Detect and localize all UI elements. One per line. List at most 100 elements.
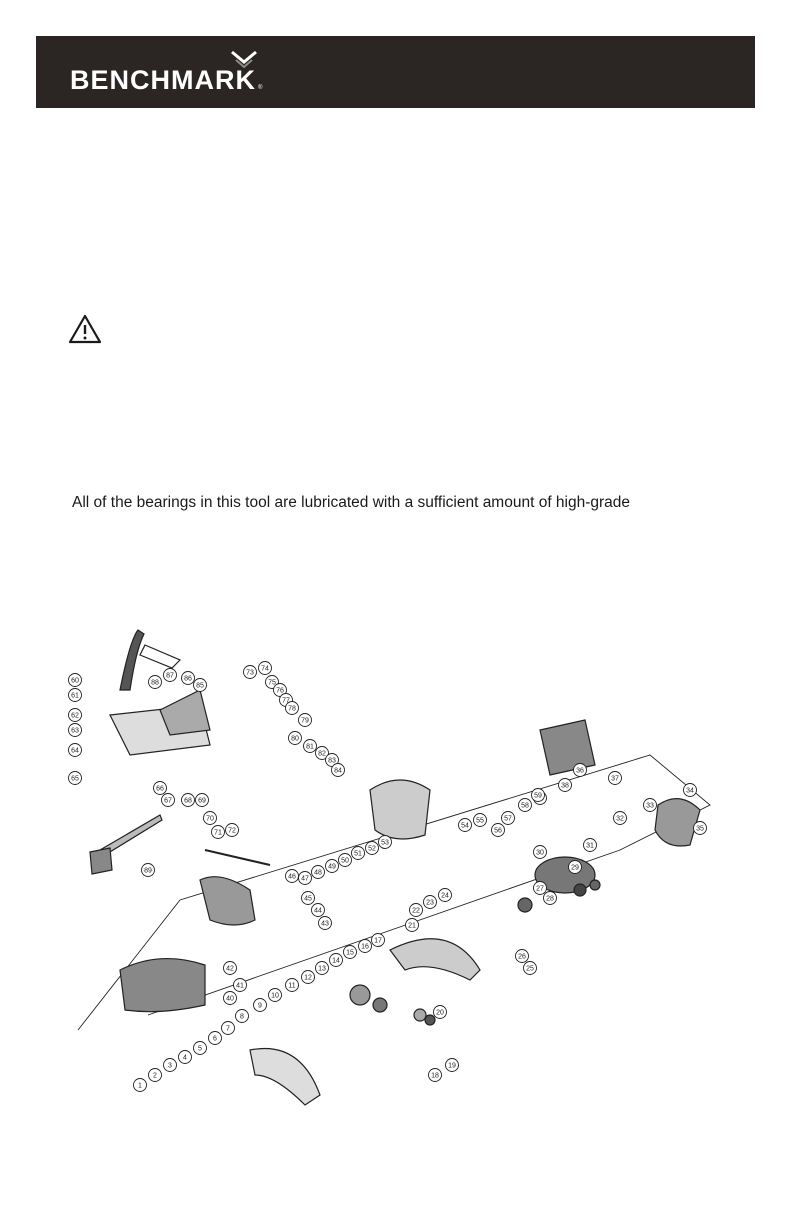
part-number-label: 36 bbox=[576, 768, 584, 775]
part-number-label: 40 bbox=[226, 996, 234, 1003]
part-number-label: 44 bbox=[314, 908, 322, 915]
part-number-label: 88 bbox=[151, 680, 159, 687]
part-number-label: 57 bbox=[504, 816, 512, 823]
part-number-label: 58 bbox=[521, 803, 529, 810]
part-number-label: 69 bbox=[198, 798, 206, 805]
part-callout-circle bbox=[329, 953, 343, 967]
part-callout-circle bbox=[233, 978, 247, 992]
part-number-label: 83 bbox=[328, 758, 336, 765]
part-callout-circle bbox=[558, 778, 572, 792]
part-number-label: 89 bbox=[144, 868, 152, 875]
part-number-label: 14 bbox=[332, 958, 340, 965]
part-callout-circle bbox=[285, 701, 299, 715]
part-callout-circle bbox=[163, 668, 177, 682]
part-callout-circle bbox=[223, 991, 237, 1005]
part-number-label: 30 bbox=[536, 850, 544, 857]
part-callout-circle bbox=[365, 841, 379, 855]
part-number-label: 15 bbox=[346, 950, 354, 957]
part-callout-circle bbox=[298, 713, 312, 727]
part-callout-circle bbox=[473, 813, 487, 827]
part-number-label: 86 bbox=[184, 676, 192, 683]
part-number-label: 23 bbox=[426, 900, 434, 907]
part-callout-circle bbox=[303, 739, 317, 753]
part-callout-circle bbox=[203, 811, 217, 825]
part-callout-circle bbox=[518, 798, 532, 812]
part-number-label: 26 bbox=[518, 954, 526, 961]
part-callout-circle bbox=[208, 1031, 222, 1045]
part-number-label: 2 bbox=[153, 1073, 157, 1080]
part-number-label: 18 bbox=[431, 1073, 439, 1080]
part-number-label: 63 bbox=[71, 728, 79, 735]
part-callout-circle bbox=[573, 763, 587, 777]
part-callout-circle bbox=[533, 881, 547, 895]
part-callout-circle bbox=[161, 793, 175, 807]
part-callout-circle bbox=[68, 673, 82, 687]
part-callout-circle bbox=[378, 835, 392, 849]
part-callout-circle bbox=[318, 916, 332, 930]
part-number-label: 47 bbox=[301, 876, 309, 883]
part-callout-circle bbox=[221, 1021, 235, 1035]
part-callout-circle bbox=[438, 888, 452, 902]
part-number-label: 3 bbox=[168, 1063, 172, 1070]
part-number-label: 21 bbox=[408, 923, 416, 930]
part-number-label: 16 bbox=[361, 944, 369, 951]
part-number-label: 73 bbox=[246, 670, 254, 677]
part-callout-circle bbox=[225, 823, 239, 837]
part-number-label: 38 bbox=[561, 783, 569, 790]
part-callout-circle bbox=[315, 746, 329, 760]
part-number-label: 32 bbox=[616, 816, 624, 823]
brand-name: BENCHMARK bbox=[70, 65, 256, 95]
part-callout-circle bbox=[683, 783, 697, 797]
part-callout-circle bbox=[68, 771, 82, 785]
part-number-label: 13 bbox=[318, 966, 326, 973]
part-number-label: 50 bbox=[341, 858, 349, 865]
part-number-label: 37 bbox=[611, 776, 619, 783]
part-callout-circle bbox=[68, 708, 82, 722]
part-callout-circle bbox=[68, 743, 82, 757]
part-number-label: 80 bbox=[291, 736, 299, 743]
part-callout-circle bbox=[193, 1041, 207, 1055]
part-callout-circle bbox=[583, 838, 597, 852]
part-number-label: 46 bbox=[288, 874, 296, 881]
part-callout-circle bbox=[543, 891, 557, 905]
part-number-label: 85 bbox=[196, 683, 204, 690]
warning-triangle-icon bbox=[68, 314, 102, 344]
part-callout-circle bbox=[531, 788, 545, 802]
part-number-label: 74 bbox=[261, 666, 269, 673]
part-number-label: 12 bbox=[304, 975, 312, 982]
part-number-label: 82 bbox=[318, 751, 326, 758]
part-number-label: 54 bbox=[461, 823, 469, 830]
part-number-label: 71 bbox=[214, 830, 222, 837]
part-number-label: 55 bbox=[476, 818, 484, 825]
part-number-label: 6 bbox=[213, 1036, 217, 1043]
part-number-label: 7 bbox=[226, 1026, 230, 1033]
part-number-label: 28 bbox=[546, 896, 554, 903]
part-number-label: 66 bbox=[156, 786, 164, 793]
part-number-label: 87 bbox=[166, 673, 174, 680]
part-number-label: 49 bbox=[328, 864, 336, 871]
part-number-label: 56 bbox=[494, 828, 502, 835]
part-callout-circle bbox=[298, 871, 312, 885]
part-number-label: 72 bbox=[228, 828, 236, 835]
part-number-label: 59 bbox=[534, 793, 542, 800]
part-callout-circle bbox=[181, 671, 195, 685]
part-number-label: 9 bbox=[258, 1003, 262, 1010]
part-callout-circle bbox=[445, 1058, 459, 1072]
part-callout-circle bbox=[285, 978, 299, 992]
part-number-label: 17 bbox=[374, 938, 382, 945]
part-number-label: 77 bbox=[282, 698, 290, 705]
part-callout-circle bbox=[68, 688, 82, 702]
part-callout-circle bbox=[325, 859, 339, 873]
part-callout-circle bbox=[643, 798, 657, 812]
part-number-label: 61 bbox=[71, 693, 79, 700]
part-callout-circle bbox=[568, 860, 582, 874]
part-callout-circle bbox=[338, 853, 352, 867]
part-number-label: 78 bbox=[288, 706, 296, 713]
part-number-label: 34 bbox=[686, 788, 694, 795]
part-callout-circle bbox=[163, 1058, 177, 1072]
part-callout-circle bbox=[301, 891, 315, 905]
part-number-label: 31 bbox=[586, 843, 594, 850]
part-callout-circle bbox=[141, 863, 155, 877]
part-callout-circle bbox=[148, 1068, 162, 1082]
part-callout-circle bbox=[268, 988, 282, 1002]
